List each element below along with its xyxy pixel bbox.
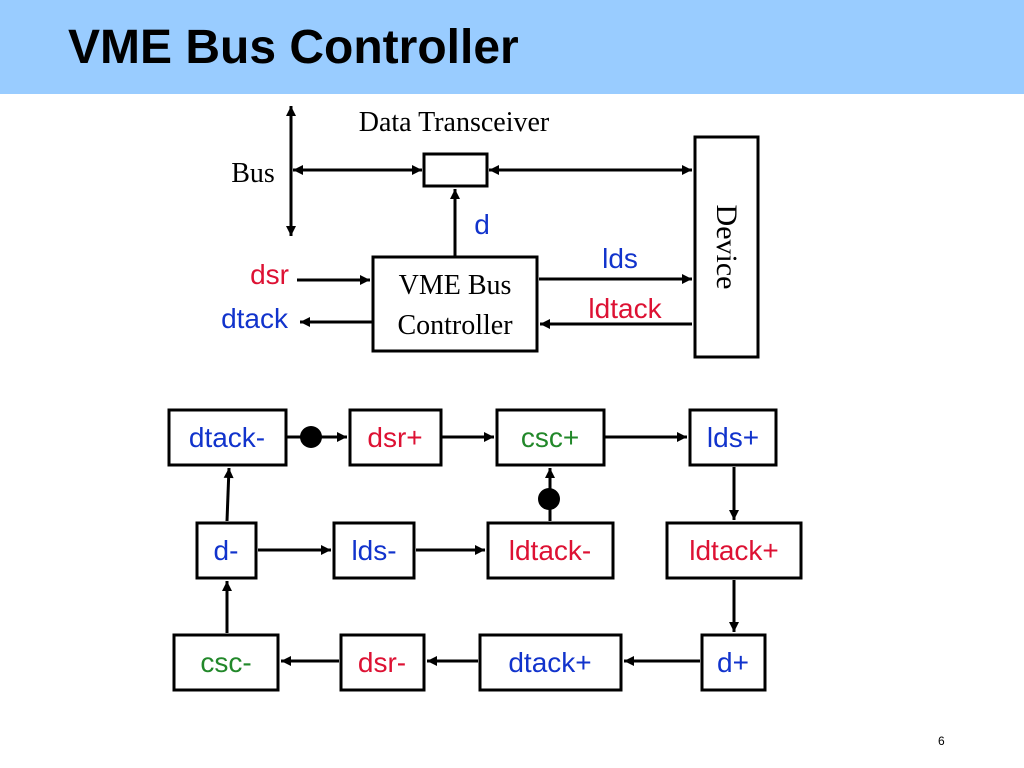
bus-label: Bus bbox=[231, 158, 275, 189]
stg-arc-d-minus-to-dtack-minus bbox=[223, 467, 234, 522]
stg-label-lds-minus: lds- bbox=[351, 535, 396, 566]
stg-node-dtack-minus bbox=[167, 408, 288, 467]
stg-node-ldtack-minus bbox=[486, 521, 615, 580]
dsr-signal-label: dsr bbox=[250, 259, 289, 290]
dtack-signal-label: dtack bbox=[221, 303, 289, 334]
stg-label-dsr-minus: dsr- bbox=[358, 647, 406, 678]
stg-label-csc-plus: csc+ bbox=[521, 422, 579, 453]
stg-node-ldtack-plus bbox=[665, 521, 803, 580]
stg-label-lds-plus: lds+ bbox=[707, 422, 759, 453]
controller-label-line2: Controller bbox=[397, 310, 513, 341]
title-bar bbox=[0, 0, 1024, 94]
stg-label-ldtack-plus: ldtack+ bbox=[689, 535, 779, 566]
stg-node-csc-plus bbox=[495, 408, 606, 467]
block-diagram bbox=[286, 106, 760, 359]
transceiver-label: Data Transceiver bbox=[359, 107, 550, 138]
slide-title: VME Bus Controller bbox=[68, 21, 519, 74]
stg-node-dsr-plus bbox=[348, 408, 443, 467]
vme-bus-controller-box bbox=[371, 255, 539, 353]
d-signal-label: d bbox=[474, 209, 490, 240]
device-box bbox=[693, 135, 760, 359]
page-number: 6 bbox=[938, 734, 945, 748]
device-label: Device bbox=[710, 205, 743, 290]
stg-token-dtack-dsr bbox=[300, 426, 322, 448]
controller-label-line1: VME Bus bbox=[399, 270, 512, 301]
stg-label-dtack-plus: dtack+ bbox=[508, 647, 591, 678]
stg-label-csc-minus: csc- bbox=[200, 647, 251, 678]
stg-label-dtack-minus: dtack- bbox=[189, 422, 265, 453]
stg-node-dtack-plus bbox=[478, 633, 623, 692]
stg-node-d-minus bbox=[195, 521, 258, 580]
stg-node-d-plus bbox=[700, 633, 767, 692]
data-transceiver-box bbox=[422, 152, 489, 188]
stg-graph bbox=[167, 408, 803, 692]
stg-label-ldtack-minus: ldtack- bbox=[509, 535, 591, 566]
ldtack-signal-label: ldtack bbox=[588, 293, 662, 324]
stg-node-csc-minus bbox=[172, 633, 280, 692]
stg-node-lds-minus bbox=[332, 521, 416, 580]
stg-label-dsr-plus: dsr+ bbox=[367, 422, 422, 453]
stg-label-d-minus: d- bbox=[214, 535, 239, 566]
lds-signal-label: lds bbox=[602, 243, 638, 274]
stg-node-dsr-minus bbox=[339, 633, 426, 692]
stg-token-ldtack-csc bbox=[538, 488, 560, 510]
stg-node-lds-plus bbox=[688, 408, 778, 467]
stg-label-d-plus: d+ bbox=[717, 647, 749, 678]
